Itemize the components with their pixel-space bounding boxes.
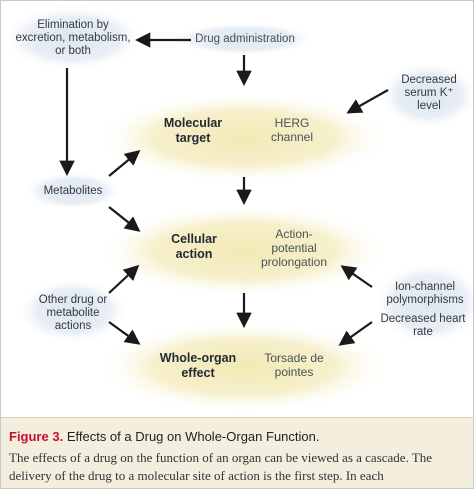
decreased-serum-k-bubble [379,61,473,129]
caption-body: The effects of a drug on the function of… [9,450,433,483]
cellular-action-ellipse [94,204,394,298]
arrow-heart-rate-to-whole-organ [338,321,373,346]
arrow-serum-k-to-molecular-target [346,89,389,114]
diagram-canvas [1,5,473,413]
elimination-bubble [1,5,145,71]
caption-title-text: Effects of a Drug on Whole-Organ Functio… [66,429,320,444]
whole-organ-effect-ellipse [94,321,394,413]
arrow-ion-channel-to-cellular-action [340,265,373,288]
arrow-other-drug-to-whole-organ [108,321,141,345]
caption-area: Figure 3. Effects of a Drug on Whole-Org… [1,417,473,488]
molecular-target-ellipse [94,92,394,184]
arrow-metabolites-to-molecular-target [108,150,141,177]
arrow-metabolites-to-cellular-action [108,206,141,232]
metabolites-label: Metabolites [43,185,103,197]
arrow-other-drug-to-cellular-action [108,264,140,294]
drug-administration-bubble [170,22,318,56]
drug-administration-label: Drug administration [195,33,295,45]
other-drug-bubble [17,278,129,344]
metabolites-bubble [23,172,123,210]
ion-channel-bubble [373,261,473,345]
caption-title: Figure 3. Effects of a Drug on Whole-Org… [9,428,467,445]
caption-figure-label: Figure 3. [9,429,64,444]
